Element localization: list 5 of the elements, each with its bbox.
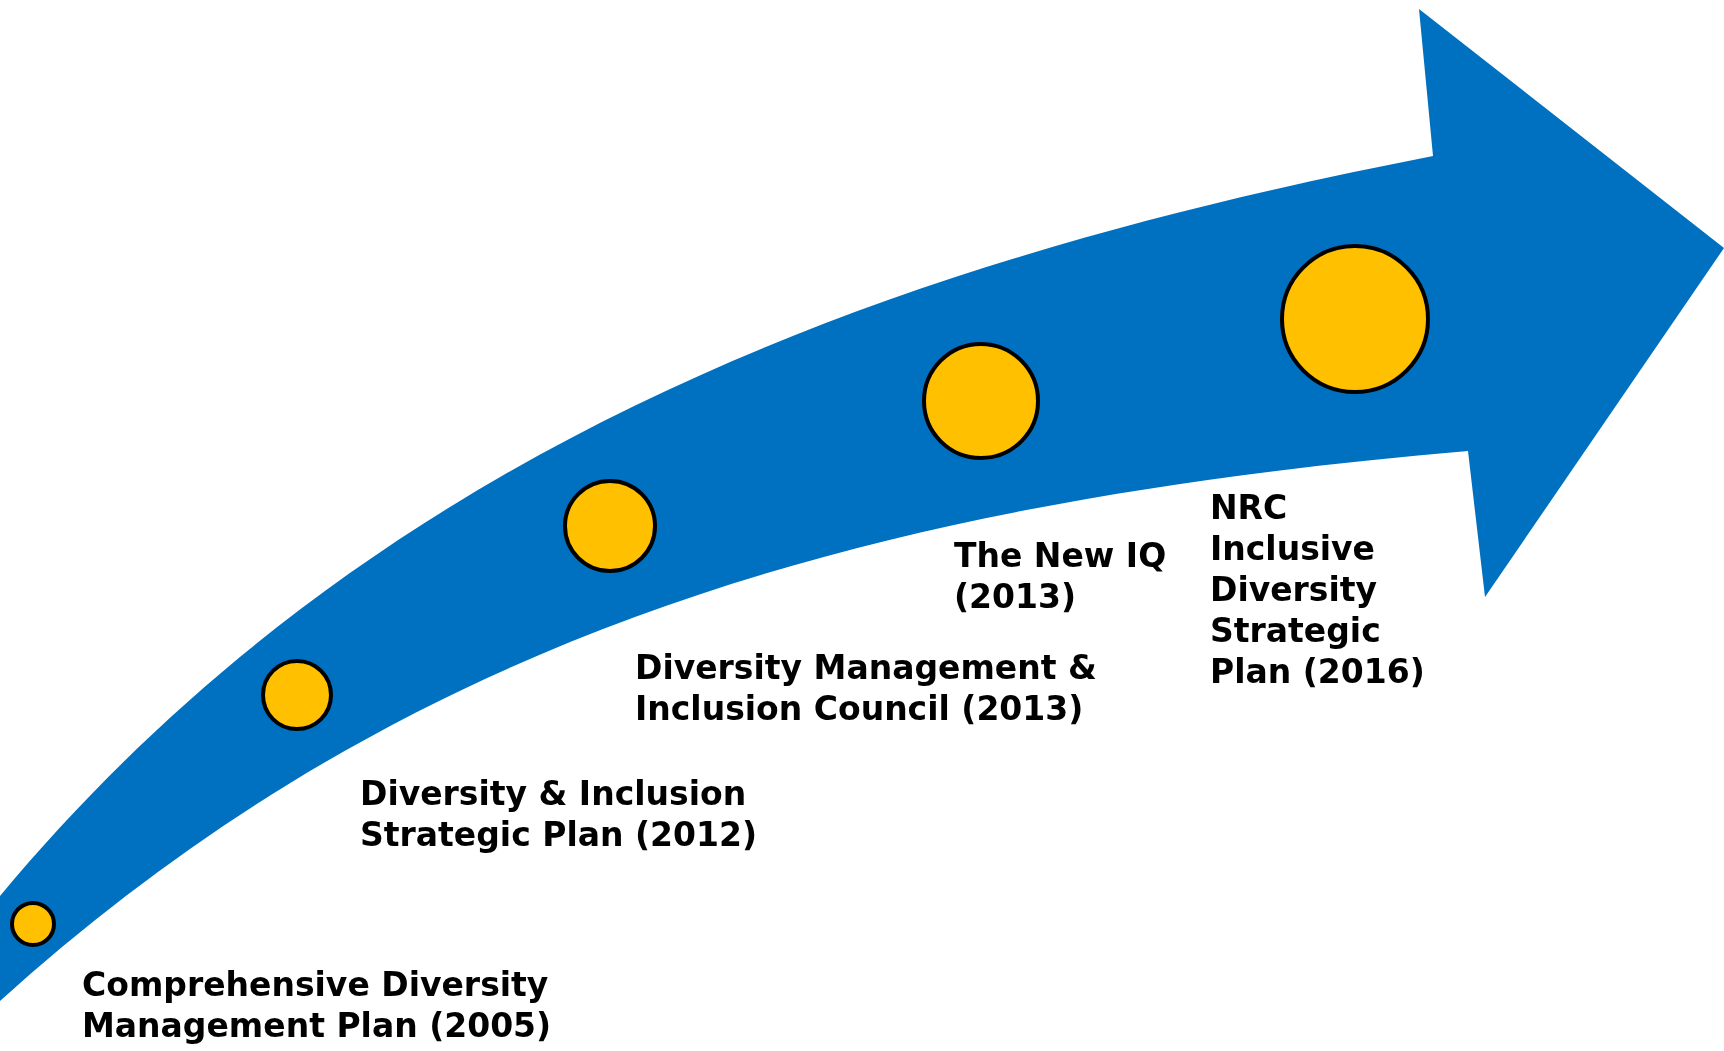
milestone-label: NRC Inclusive Diversity Strategic Plan (2016): [1210, 487, 1426, 692]
milestone-label: Diversity & Inclusion Strategic Plan (2012): [360, 773, 758, 855]
milestone-label: Comprehensive Diversity Management Plan (2005): [82, 964, 553, 1046]
milestone-label: The New IQ (2013): [954, 535, 1168, 617]
milestone-label: Diversity Management & Inclusion Council (2013): [635, 647, 1098, 729]
